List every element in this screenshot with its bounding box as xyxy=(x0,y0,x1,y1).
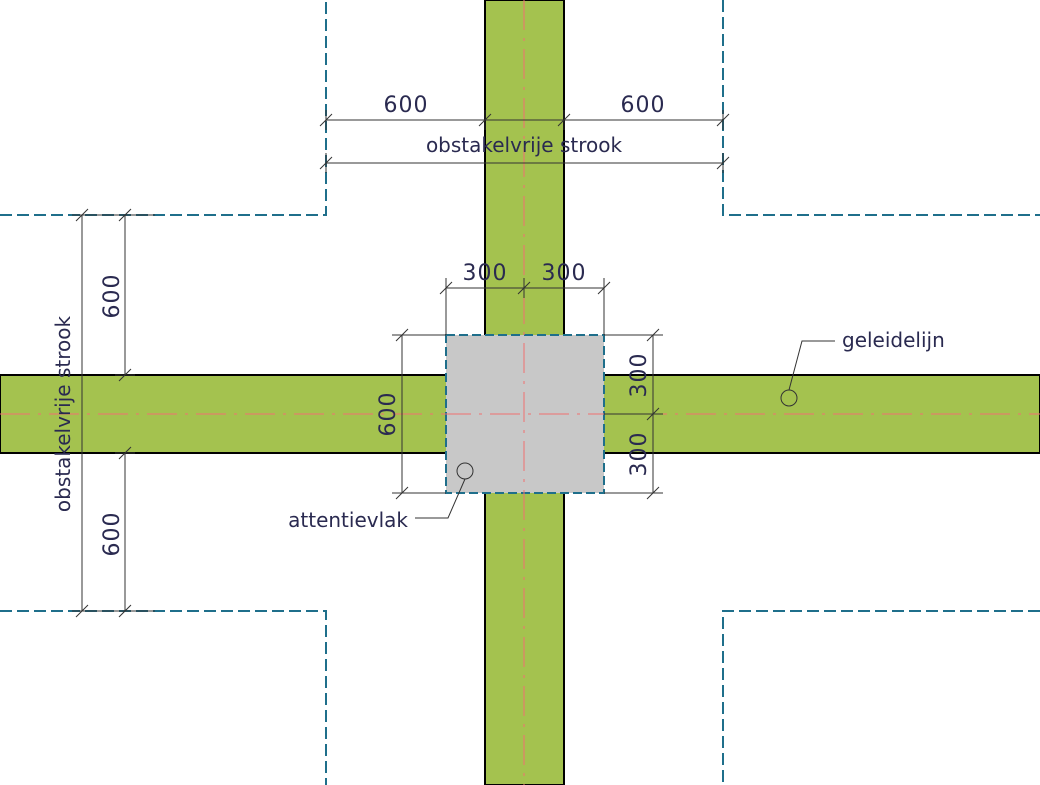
dim-right-upper-300: 300 xyxy=(627,353,652,398)
dimension-lines xyxy=(72,110,730,618)
warning-area-leader xyxy=(415,478,466,519)
boundary-top-right xyxy=(722,0,1040,216)
dim-right-lower-300: 300 xyxy=(627,432,652,477)
leader-lines xyxy=(415,340,835,519)
guide-line-leader xyxy=(788,340,835,391)
dim-square-right-300: 300 xyxy=(542,261,587,286)
boundary-bottom-right xyxy=(722,610,1040,785)
dim-square-left-300: 300 xyxy=(463,261,508,286)
dim-left-lower-600: 600 xyxy=(100,512,125,557)
guide-line-label: geleidelijn xyxy=(842,328,945,352)
dim-left-upper-600: 600 xyxy=(100,274,125,319)
left-obstacle-free-strip-label: obstakelvrije strook xyxy=(51,316,75,513)
dim-top-left-600: 600 xyxy=(384,93,429,118)
warning-area-label: attentievlak xyxy=(288,508,408,532)
boundary-top-left xyxy=(0,0,327,216)
dim-square-height-600: 600 xyxy=(376,392,401,437)
top-obstacle-free-strip-label: obstakelvrije strook xyxy=(426,133,623,157)
dim-top-right-600: 600 xyxy=(621,93,666,118)
boundary-bottom-left xyxy=(0,610,327,785)
